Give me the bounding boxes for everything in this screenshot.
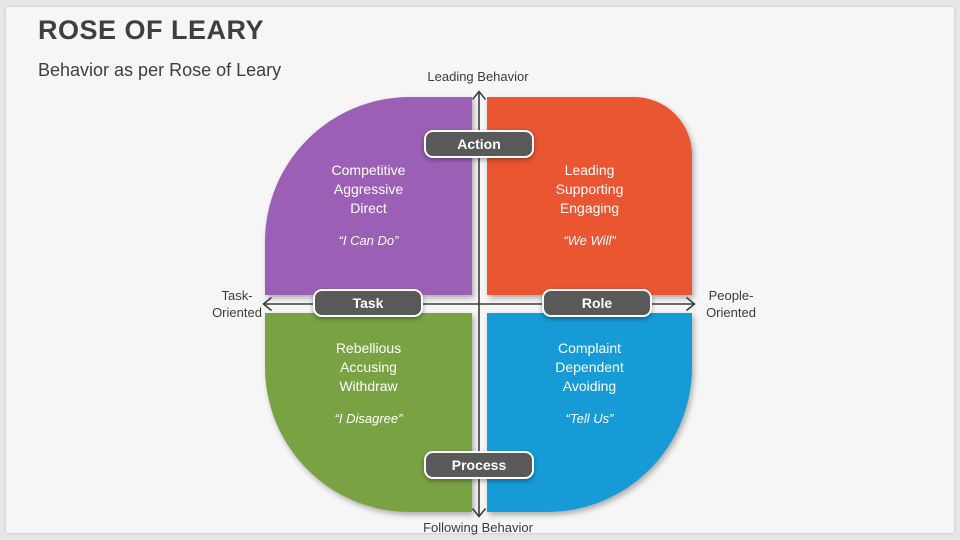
quadrant-quote: “We Will” [563,233,616,248]
quadrant-quote: “I Can Do” [338,233,399,248]
quadrant-line: Engaging [559,200,620,216]
axis-label-task-line2: Oriented [212,305,262,320]
quadrant-line: Direct [350,200,387,216]
quadrant-line: Rebellious [335,340,402,356]
page-title: ROSE OF LEARY [38,15,265,45]
page-subtitle: Behavior as per Rose of Leary [38,60,282,80]
process-badge: Process [424,451,534,479]
axis-label-following: Following Behavior [423,520,533,535]
quadrant-quote: “Tell Us” [565,411,614,426]
action-badge: Action [424,130,534,158]
quadrant-line: Supporting [555,181,624,197]
role-badge: Role [542,289,652,317]
axis-label-people-line1: People- [708,288,754,303]
quadrant-line: Dependent [555,359,624,375]
quadrant-line: Aggressive [333,181,404,197]
quadrant-line: Complaint [557,340,622,356]
axis-label-leading: Leading Behavior [427,69,529,84]
task-badge: Task [313,289,423,317]
quadrant-line: Competitive [331,162,406,178]
axis-label-people-line2: Oriented [706,305,756,320]
axis-label-people-oriented: People- Oriented [706,287,756,321]
quadrant-line: Avoiding [562,378,617,394]
quadrant-quote: “I Disagree” [334,411,403,426]
quadrant-top-right: Leading Supporting Engaging “We Will” [487,97,692,295]
quadrant-top-left: Competitive Aggressive Direct “I Can Do” [265,97,472,295]
axis-label-task-line1: Task- [221,288,253,303]
quadrant-line: Accusing [340,359,397,375]
quadrant-line: Leading [564,162,615,178]
quadrant-line: Withdraw [339,378,398,394]
axis-label-task-oriented: Task- Oriented [212,287,262,321]
